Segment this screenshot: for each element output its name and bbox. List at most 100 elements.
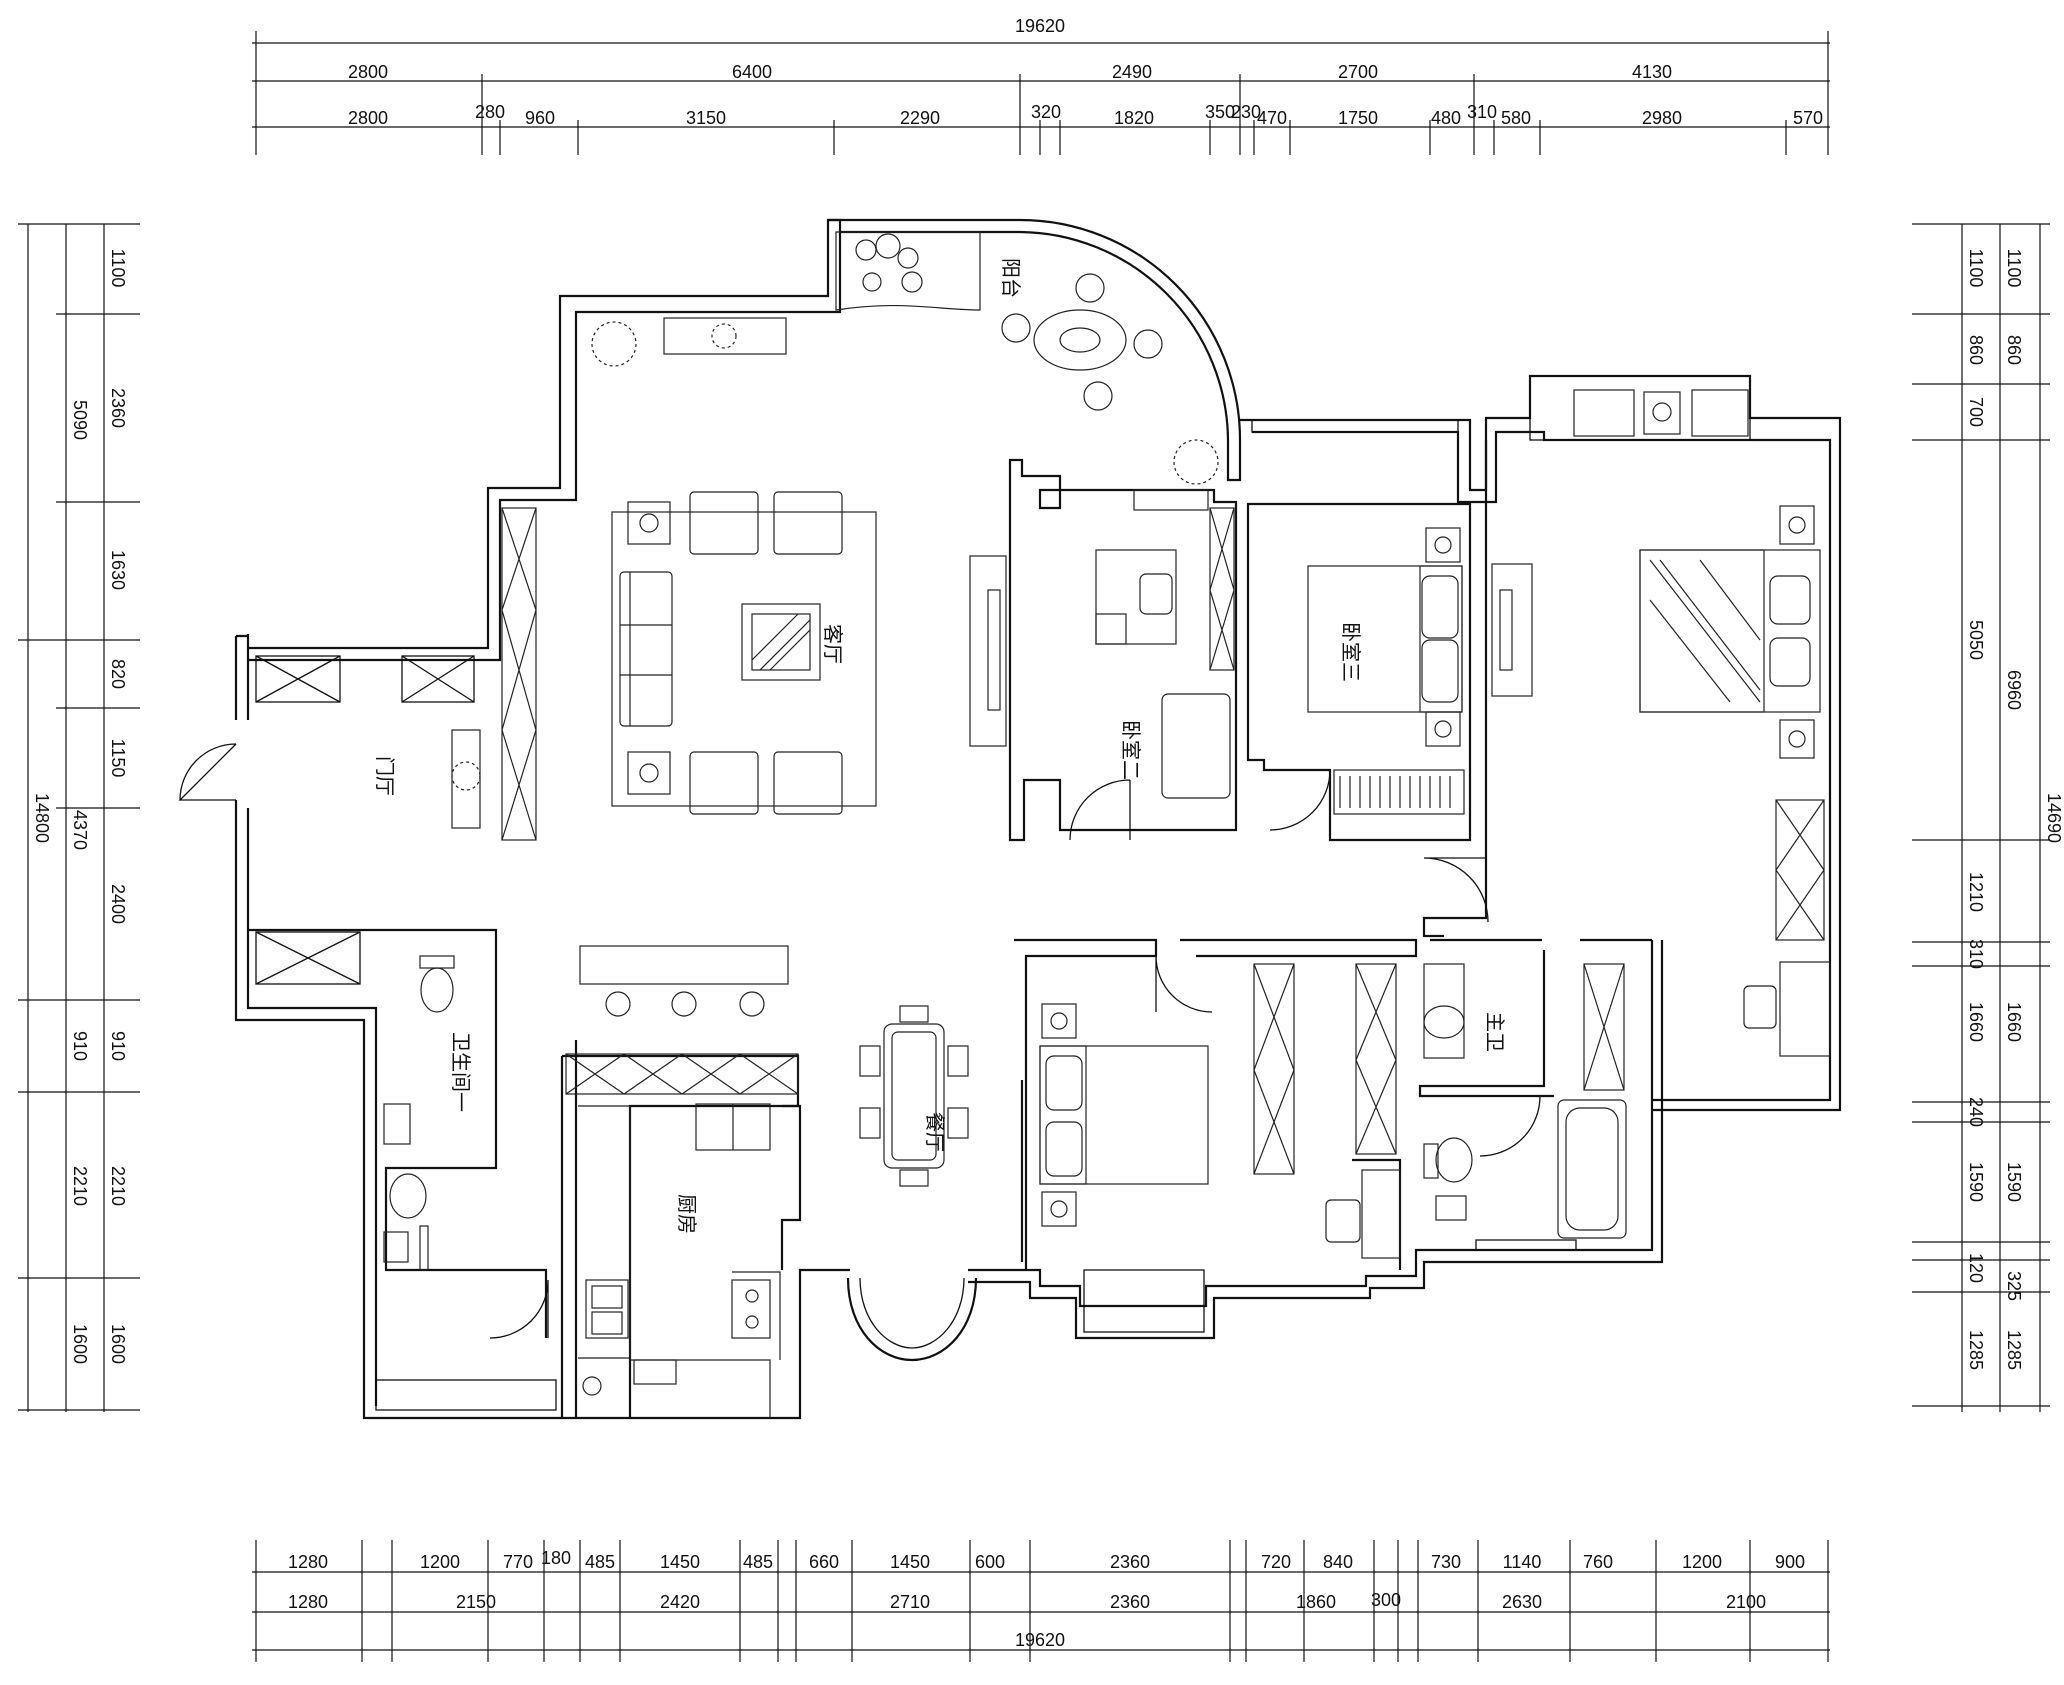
right-dim: 5050 xyxy=(1966,620,1986,660)
bedroom2-door xyxy=(1069,779,1131,841)
stove xyxy=(731,1279,771,1339)
armchair xyxy=(773,491,843,555)
bottom-dim: 600 xyxy=(975,1552,1005,1572)
appliance xyxy=(633,1359,677,1385)
window-bath1 xyxy=(375,1379,557,1411)
wardrobe xyxy=(1355,963,1397,1155)
toilet-tank xyxy=(419,955,455,969)
bottom-dim: 1200 xyxy=(420,1552,460,1572)
right-dim: 240 xyxy=(1966,1097,1986,1127)
bottom-dim: 485 xyxy=(743,1552,773,1572)
dining-chair xyxy=(899,1005,929,1023)
bottom-dim: 2630 xyxy=(1502,1592,1542,1612)
towel-rack xyxy=(383,1103,411,1145)
bedroom2-furniture xyxy=(969,489,1235,799)
room-label-bedroom3: 卧室三 xyxy=(1339,622,1362,682)
balcony-chair xyxy=(1573,389,1635,437)
nightstand xyxy=(1041,1191,1077,1227)
bottom-dim: 180 xyxy=(541,1548,571,1568)
left-dim: 2400 xyxy=(108,884,128,924)
plant-icon xyxy=(451,761,481,791)
bottom-dim: 1140 xyxy=(1503,1552,1542,1572)
right-dim: 1100 xyxy=(1966,249,1986,288)
top-dim: 4130 xyxy=(1632,62,1672,82)
balcony-stool xyxy=(1001,313,1031,343)
top-dim: 2980 xyxy=(1642,108,1682,128)
desk-lamp xyxy=(1095,613,1127,645)
top-dim: 2800 xyxy=(348,62,388,82)
tv-wall xyxy=(969,555,1007,747)
right-dim: 1100 xyxy=(2004,249,2024,288)
toilet xyxy=(420,967,454,1013)
side-table xyxy=(627,751,671,795)
tv-cabinet xyxy=(501,507,537,841)
bottom-dim: 720 xyxy=(1261,1552,1291,1572)
bottom-dim: 300 xyxy=(1371,1590,1401,1610)
top-dim: 570 xyxy=(1793,108,1823,128)
dining-kitchen xyxy=(565,945,969,1418)
bedroom-south-furniture xyxy=(1039,963,1401,1259)
right-dim: 1660 xyxy=(1966,1002,1986,1042)
window-master xyxy=(1529,375,1751,441)
balcony-stool xyxy=(1075,273,1105,303)
bottom-dim: 770 xyxy=(503,1552,533,1572)
room-label-living: 客厅 xyxy=(821,624,844,664)
bed xyxy=(1039,1045,1209,1185)
coffee-table xyxy=(741,603,821,681)
living-furniture xyxy=(451,491,877,841)
desk xyxy=(1095,549,1177,645)
bottom-dim: 2710 xyxy=(890,1592,930,1612)
shower-cabinet xyxy=(1583,963,1625,1091)
right-dim: 1590 xyxy=(2004,1162,2024,1202)
left-dim: 1150 xyxy=(108,739,128,778)
total-height-right: 14690 xyxy=(2044,793,2064,843)
total-height-left: 14800 xyxy=(32,793,52,843)
bathtub xyxy=(1557,1099,1627,1239)
bar-stool xyxy=(739,991,765,1017)
entry-door xyxy=(178,743,237,801)
balcony-furniture xyxy=(591,231,1219,485)
bottom-dim: 1450 xyxy=(890,1552,930,1572)
kitchen-sink xyxy=(585,1279,629,1339)
pillow xyxy=(1769,575,1811,625)
pillow xyxy=(1421,575,1459,639)
shelf xyxy=(419,1225,429,1271)
tv-wall xyxy=(1491,563,1533,697)
bay-window xyxy=(846,1277,978,1362)
right-dim: 325 xyxy=(2004,1271,2024,1301)
bottom-dim: 730 xyxy=(1431,1552,1461,1572)
room-label-master-bath: 主卫 xyxy=(1483,1012,1506,1052)
shoe-cabinet xyxy=(451,729,481,829)
desk-chair xyxy=(1325,1199,1361,1243)
sofa xyxy=(619,571,673,727)
top-dim: 230 xyxy=(1231,102,1261,122)
top-dim: 580 xyxy=(1501,108,1531,128)
top-dim: 2800 xyxy=(348,108,388,128)
top-dim: 1750 xyxy=(1338,108,1378,128)
top-dim: 320 xyxy=(1031,102,1061,122)
bottom-dim: 2100 xyxy=(1726,1592,1766,1612)
interior-walls xyxy=(248,440,1652,1418)
dresser-chair xyxy=(1743,985,1777,1029)
room-label-kitchen: 厨房 xyxy=(675,1194,698,1234)
bar-counter xyxy=(579,945,789,985)
bedroom-south-door xyxy=(1155,955,1213,1013)
right-dimensions: 14690 1100 860 6960 1660 1590 325 1285 1… xyxy=(1966,249,2064,1370)
wardrobe xyxy=(1209,507,1235,671)
bathroom1-fixtures xyxy=(383,955,455,1271)
planter-box xyxy=(663,317,787,355)
side-table xyxy=(1643,391,1681,435)
pillow xyxy=(1045,1055,1083,1111)
bottom-dim: 2420 xyxy=(660,1592,700,1612)
dining-chair xyxy=(947,1045,969,1077)
pillow xyxy=(1421,639,1459,703)
right-dim: 1210 xyxy=(1966,872,1986,912)
left-dim: 1600 xyxy=(108,1324,128,1364)
right-dim: 1590 xyxy=(1966,1162,1986,1202)
room-labels: 阳台 客厅 门厅 卧室二 卧室三 卫生间一 厨房 餐厅 主卫 xyxy=(373,258,1506,1234)
dining-chair xyxy=(859,1107,881,1139)
top-dim: 2490 xyxy=(1112,62,1152,82)
left-dim: 1630 xyxy=(108,550,128,590)
top-dim: 3150 xyxy=(686,108,726,128)
bar-stool xyxy=(605,991,631,1017)
